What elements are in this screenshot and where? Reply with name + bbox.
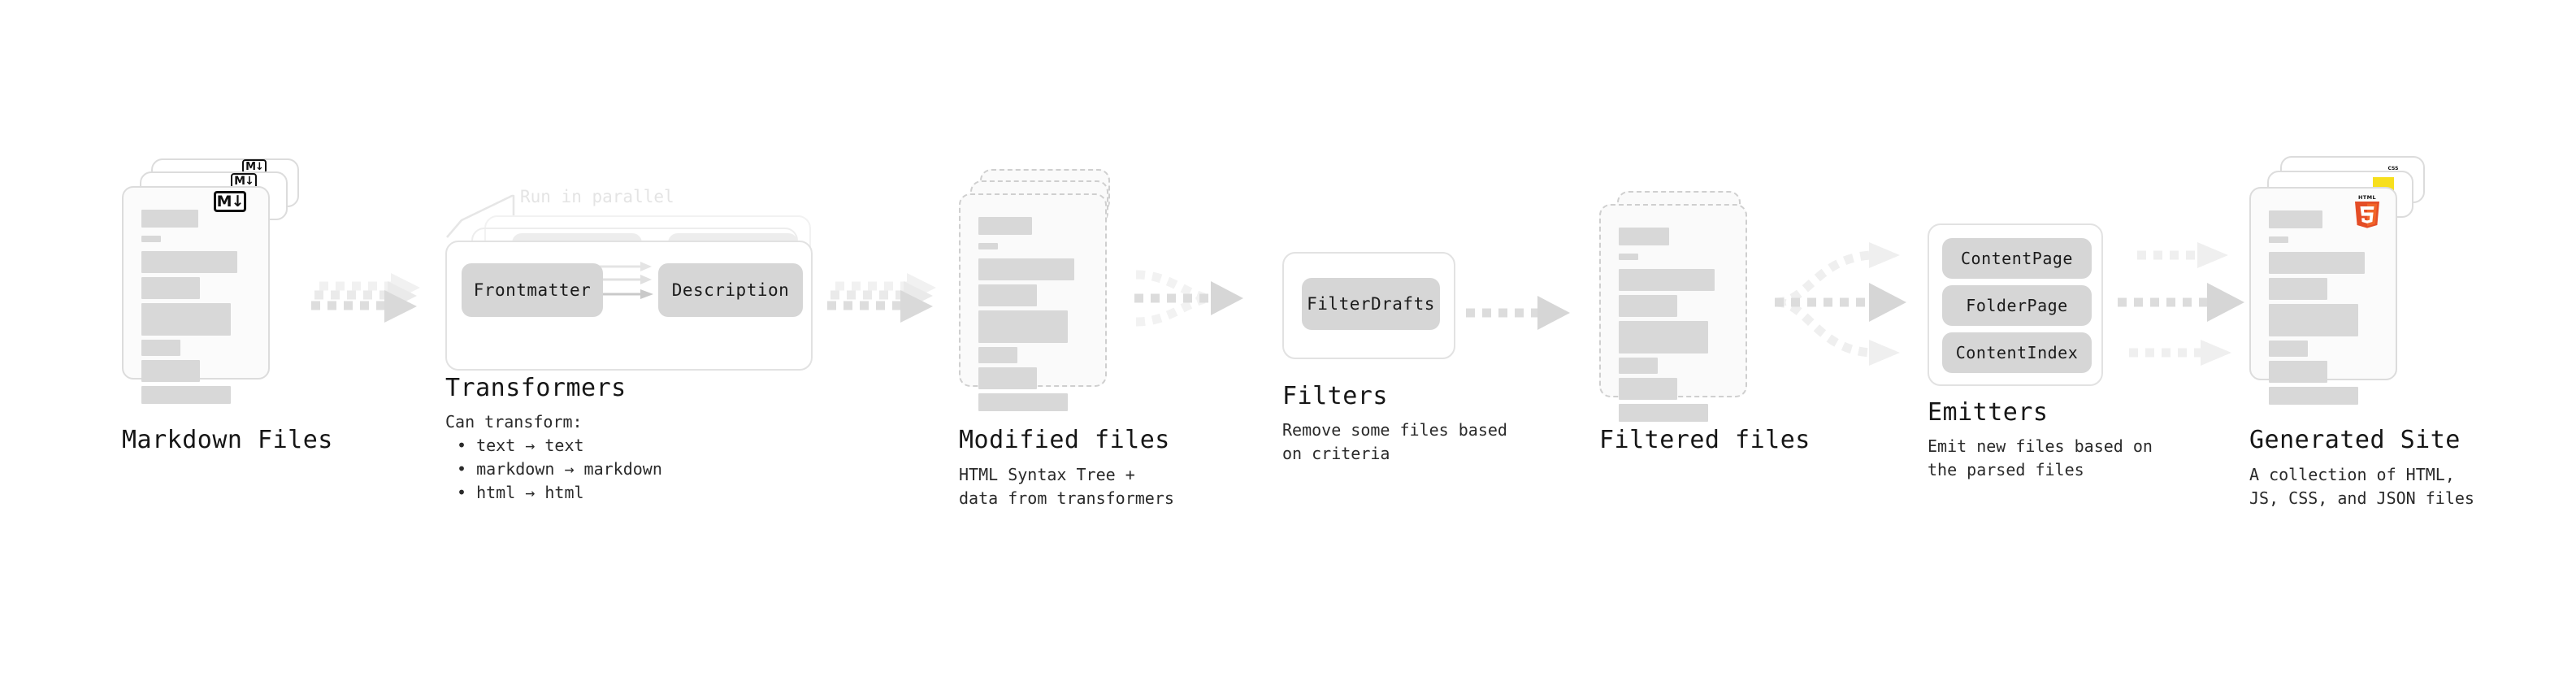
content-bar [978,217,1032,235]
content-bar [978,310,1068,343]
stage-subtitle-emitters: Emit new files based on the parsed files [1928,436,2153,479]
stage-generated-site: CSS HTML [2249,156,2444,416]
filtered-file-stack [1599,191,1778,435]
generated-site-file-stack: CSS HTML [2249,156,2444,416]
content-bar [2269,278,2327,300]
pill-folderpage[interactable]: FolderPage [1942,285,2092,326]
content-bar [141,360,200,382]
connector-emitters-to-site [2113,229,2259,375]
dashed-merge-arrow-icon [1134,270,1243,327]
content-bar [1619,358,1658,374]
content-bar [2269,236,2288,243]
dashed-triple-arrow-icon [827,273,936,323]
content-bar [978,258,1074,280]
filters-group: FilterDrafts [1282,252,1455,359]
transformers-bullet-2: • html → html [457,483,584,502]
stage-title-modified-files: Modified files [959,426,1170,454]
file-card-front [122,186,270,404]
content-bar [2269,252,2365,274]
stage-title-generated-site: Generated Site [2249,426,2461,454]
markdown-badge-back-2: M↓ [242,159,267,174]
content-bar [2269,361,2327,383]
stage-subtitle-generated-site: A collection of HTML, JS, CSS, and JSON … [2249,465,2474,508]
content-bar [141,303,231,336]
dashed-parallel-arrows-icon [2118,242,2244,366]
modified-file-stack [959,169,1138,429]
connector-filters-to-filtered [1463,284,1593,341]
connector-filtered-to-emitters [1770,229,1924,375]
content-bar [1619,378,1677,400]
stage-title-emitters: Emitters [1928,398,2049,427]
file-card-front [1599,204,1747,422]
annotation-run-in-parallel: Run in parallel [520,187,674,206]
stage-subtitle-transformers: Can transform: [445,412,583,432]
content-bar [2269,387,2358,405]
content-bar [1619,254,1638,260]
stage-subtitle-filters: Remove some files based on criteria [1282,420,1507,463]
dashed-branch-arrow-icon [1775,242,1906,366]
emitters-group: ContentPage FolderPage ContentIndex [1928,223,2103,386]
connector-md-to-transformers [311,268,435,341]
connector-modified-to-filters [1130,258,1260,356]
transformers-bullet-0: • text → text [457,436,584,455]
stage-modified-files [959,169,1138,429]
file-card-front [959,193,1107,411]
stage-title-markdown-files: Markdown Files [122,426,333,454]
content-bar [141,251,237,273]
pill-frontmatter[interactable]: Frontmatter [462,263,603,317]
content-bar [141,236,161,242]
svg-text:HTML: HTML [2358,194,2376,201]
pill-filterdrafts[interactable]: FilterDrafts [1302,278,1440,330]
annotation-leader-line-icon [446,194,515,238]
content-bar [2269,210,2322,228]
markdown-file-stack: M↓ M↓ M↓ [122,158,309,410]
markdown-badge-front: M↓ [214,191,246,212]
content-bar [1619,404,1708,422]
svg-text:CSS: CSS [2388,166,2399,171]
content-bar [978,243,998,249]
transformer-group-front: Frontmatter Description [445,241,813,371]
content-bar [978,284,1037,306]
connector-transformers-to-modified [827,268,951,341]
content-bar [2269,340,2308,357]
dashed-single-arrow-icon [1466,296,1570,330]
content-bar [141,340,180,356]
content-bar [978,347,1017,363]
pill-contentpage[interactable]: ContentPage [1942,238,2092,279]
content-bar [2269,304,2358,336]
stage-title-transformers: Transformers [445,374,627,402]
stage-filtered-files [1599,191,1778,435]
pill-description[interactable]: Description [658,263,803,317]
transformers-bullet-1: • markdown → markdown [457,459,662,479]
dashed-triple-arrow-icon [311,273,420,323]
content-bar [141,277,200,299]
content-bar [978,367,1037,389]
content-bar [1619,269,1715,291]
markdown-badge-back-1: M↓ [231,173,257,189]
pill-contentindex[interactable]: ContentIndex [1942,332,2092,373]
content-bar [1619,295,1677,317]
html5-badge-icon: HTML [2352,193,2383,229]
content-bar [1619,321,1708,354]
stage-title-filtered-files: Filtered files [1599,426,1811,454]
content-bar [141,386,231,404]
content-bar [1619,228,1669,245]
stage-subtitle-modified-files: HTML Syntax Tree + data from transformer… [959,465,1174,508]
content-bar [978,393,1068,411]
stage-markdown-files: M↓ M↓ M↓ [122,158,309,410]
content-bar [141,210,198,228]
stage-title-filters: Filters [1282,382,1388,410]
